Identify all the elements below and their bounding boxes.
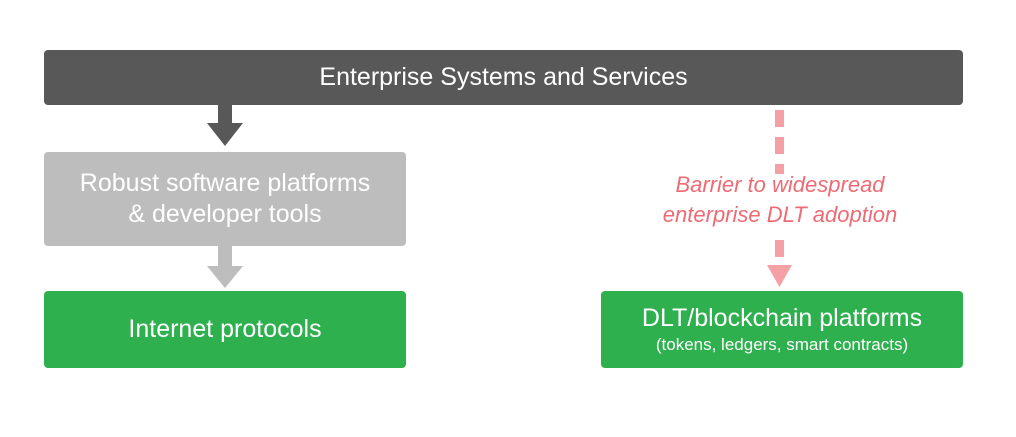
dlt-platforms-box: DLT/blockchain platforms (tokens, ledger… — [601, 291, 963, 368]
dlt-platforms-sublabel: (tokens, ledgers, smart contracts) — [655, 334, 909, 354]
arrow-down-icon-grey — [207, 246, 243, 288]
dlt-platforms-label: DLT/blockchain platforms — [641, 303, 923, 332]
dashed-arrow-down-icon — [767, 110, 792, 287]
internet-protocols-label: Internet protocols — [128, 315, 322, 343]
barrier-annotation-line2: enterprise DLT adoption — [662, 202, 898, 227]
barrier-annotation: Barrier to widespread enterprise DLT ado… — [560, 170, 1000, 230]
robust-platforms-label-line2: & developer tools — [128, 200, 322, 228]
robust-platforms-box: Robust software platforms & developer to… — [44, 152, 406, 246]
enterprise-systems-label: Enterprise Systems and Services — [319, 63, 688, 91]
barrier-annotation-line1: Barrier to widespread — [675, 172, 885, 197]
arrow-down-icon-dark — [207, 105, 243, 146]
enterprise-systems-box: Enterprise Systems and Services — [44, 50, 963, 105]
robust-platforms-label-line1: Robust software platforms — [79, 169, 371, 197]
internet-protocols-box: Internet protocols — [44, 291, 406, 368]
